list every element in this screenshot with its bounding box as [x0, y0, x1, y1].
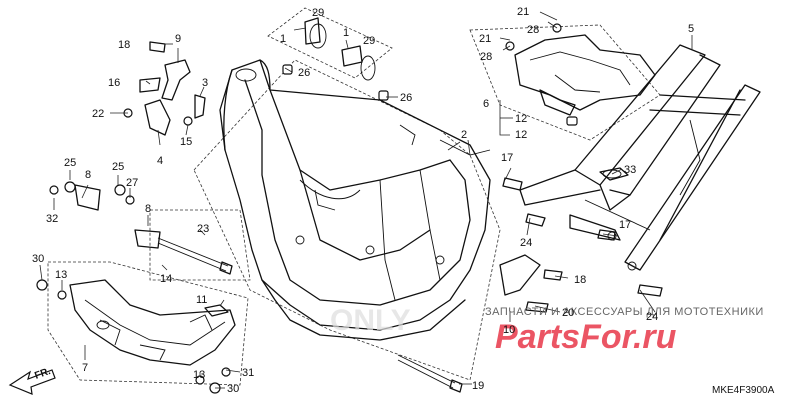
callout-25[interactable]: 25 [64, 157, 76, 169]
callout-3[interactable]: 3 [202, 77, 208, 89]
callout-5[interactable]: 5 [688, 23, 694, 35]
callout-4[interactable]: 4 [157, 155, 163, 167]
callout-8[interactable]: 8 [145, 203, 151, 215]
callout-30[interactable]: 30 [227, 383, 239, 395]
rear-bracket [514, 34, 656, 126]
callout-1[interactable]: 1 [280, 33, 286, 45]
callout-16[interactable]: 16 [108, 77, 120, 89]
callout-27[interactable]: 27 [126, 177, 138, 189]
callout-2[interactable]: 2 [461, 129, 467, 141]
callout-32[interactable]: 32 [46, 213, 58, 225]
direction-label: FR. [33, 366, 52, 382]
callout-20[interactable]: 20 [562, 307, 574, 319]
callout-12[interactable]: 12 [515, 113, 527, 125]
callout-1[interactable]: 1 [343, 27, 349, 39]
watermark-tagline: ЗАПЧАСТИ И АКСЕССУАРЫ ДЛЯ МОТОТЕХНИКИ [485, 306, 764, 318]
callout-28[interactable]: 28 [480, 51, 492, 63]
callout-26[interactable]: 26 [298, 67, 310, 79]
callout-29[interactable]: 29 [363, 35, 375, 47]
callout-10[interactable]: 10 [503, 324, 515, 336]
main-frame [219, 59, 491, 341]
skid-plate [69, 279, 236, 366]
callout-26[interactable]: 26 [400, 92, 412, 104]
callout-7[interactable]: 7 [82, 362, 88, 374]
callout-15[interactable]: 15 [180, 136, 192, 148]
callout-28[interactable]: 28 [527, 24, 539, 36]
callout-13[interactable]: 13 [193, 369, 205, 381]
watermark-faint-text: ONLY [330, 304, 411, 337]
callout-31[interactable]: 31 [242, 367, 254, 379]
sub-frame [519, 44, 761, 271]
callout-6[interactable]: 6 [483, 98, 489, 110]
callout-12[interactable]: 12 [515, 129, 527, 141]
dashed-guides [47, 7, 661, 386]
callout-18[interactable]: 18 [574, 274, 586, 286]
leader-lines [39, 11, 693, 389]
callout-18[interactable]: 18 [118, 39, 130, 51]
callout-30[interactable]: 30 [32, 253, 44, 265]
callout-23[interactable]: 23 [197, 223, 209, 235]
callout-29[interactable]: 29 [312, 7, 324, 19]
callout-17[interactable]: 17 [619, 219, 631, 231]
watermark-brand: PartsFor.ru [495, 318, 677, 356]
callout-24[interactable]: 24 [646, 311, 658, 323]
front-direction-arrow: FR. [8, 366, 56, 395]
callout-8[interactable]: 8 [85, 169, 91, 181]
callout-33[interactable]: 33 [624, 164, 636, 176]
watermark: ЗАПЧАСТИ И АКСЕССУАРЫ ДЛЯ МОТОТЕХНИКИ Pa… [330, 304, 764, 356]
diagram-code: MKE4F3900A [712, 385, 775, 396]
callout-21[interactable]: 21 [479, 33, 491, 45]
callout-13[interactable]: 13 [55, 269, 67, 281]
callout-24[interactable]: 24 [520, 237, 532, 249]
callout-numbers: 1 1 2 3 4 5 6 7 8 8 9 10 11 12 12 13 13 … [32, 6, 694, 395]
callout-14[interactable]: 14 [160, 273, 172, 285]
callout-22[interactable]: 22 [92, 108, 104, 120]
callout-17[interactable]: 17 [501, 152, 513, 164]
callout-19[interactable]: 19 [472, 380, 484, 392]
callout-25[interactable]: 25 [112, 161, 124, 173]
callout-21[interactable]: 21 [517, 6, 529, 18]
callout-11[interactable]: 11 [196, 294, 207, 306]
callout-9[interactable]: 9 [175, 33, 181, 45]
